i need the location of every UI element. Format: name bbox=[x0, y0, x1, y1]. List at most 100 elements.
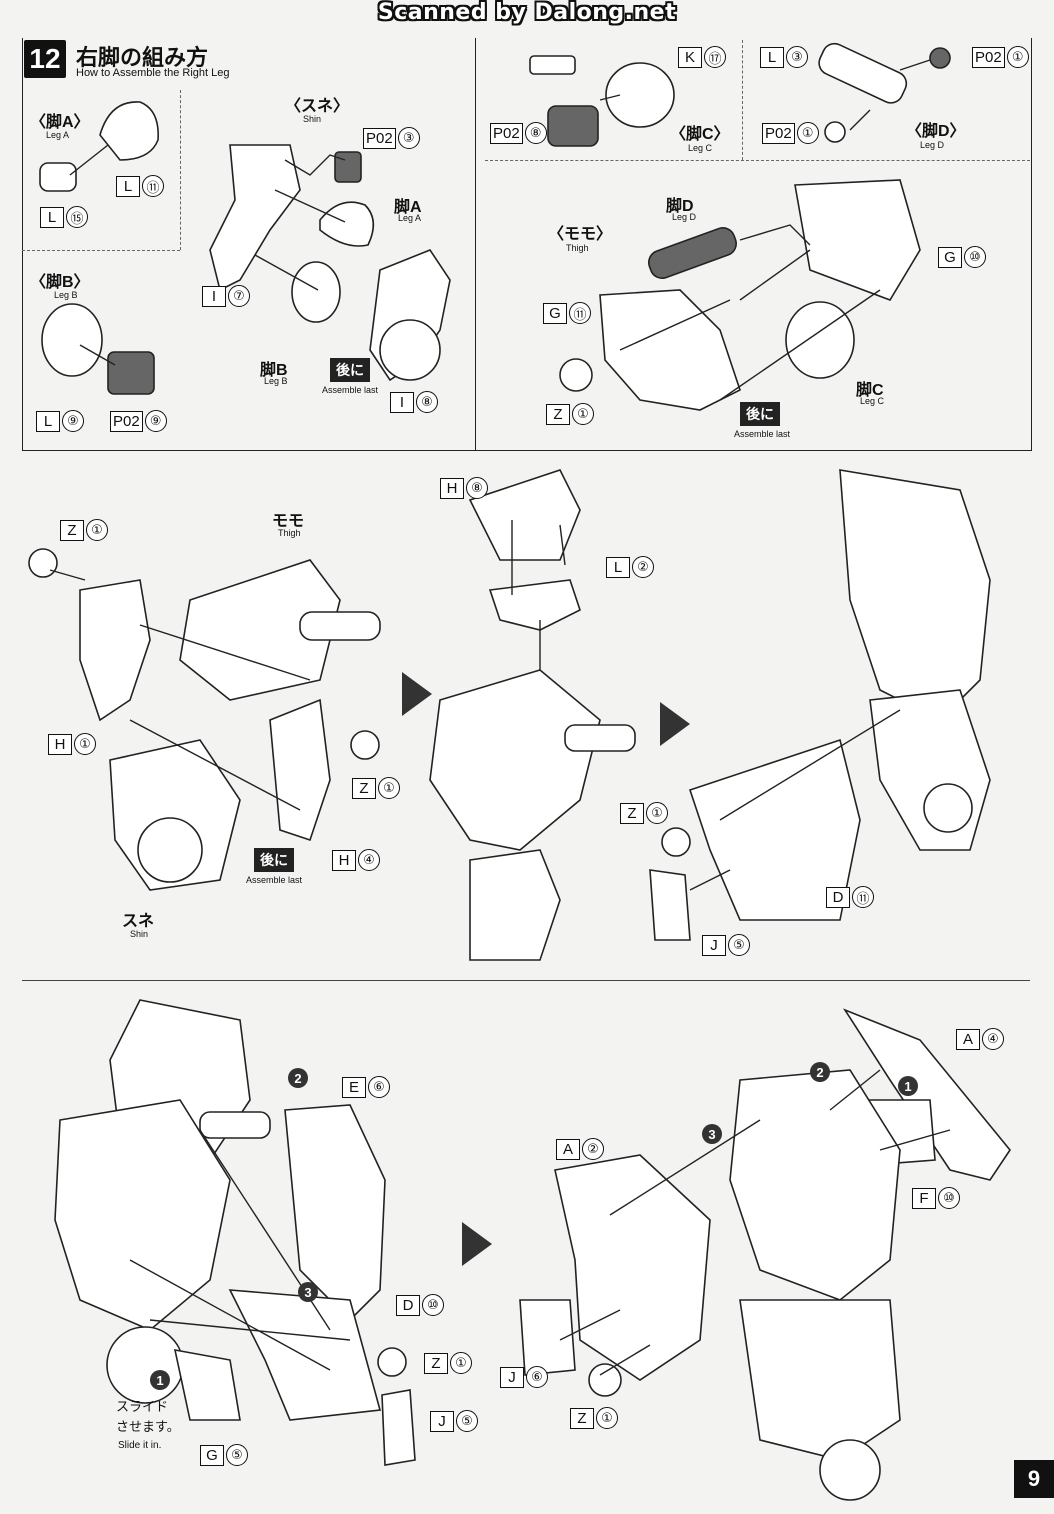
b1-axle bbox=[199, 1111, 271, 1139]
m2-plate bbox=[488, 579, 581, 631]
arrow-b1-1 bbox=[149, 1319, 351, 1341]
leg-d-shaft bbox=[818, 42, 908, 104]
leg-c-axle bbox=[529, 55, 576, 75]
arrow-thigh-top bbox=[739, 249, 811, 301]
shin-leg-b-en: Leg B bbox=[264, 376, 288, 386]
sequence-2-left: 2 bbox=[288, 1068, 308, 1088]
arrow-leg-d bbox=[849, 109, 871, 131]
arrow-m2-2 bbox=[559, 524, 566, 566]
m1-cap bbox=[28, 548, 58, 578]
b1-disc bbox=[106, 1326, 184, 1404]
arrow-shin-a bbox=[274, 189, 346, 223]
arrow-leg-a bbox=[69, 144, 109, 176]
arrow-shin-b bbox=[254, 254, 319, 291]
m3-shin bbox=[869, 689, 991, 851]
thigh-leg-d bbox=[647, 227, 737, 280]
next-step-arrow-2 bbox=[660, 702, 690, 746]
sequence-1-left: 1 bbox=[150, 1370, 170, 1390]
scan-watermark: Scanned by Dalong.net bbox=[377, 0, 677, 25]
m1-shin-en: Shin bbox=[130, 929, 149, 939]
leg-b-cap bbox=[107, 351, 155, 395]
arrow-b2-2 bbox=[599, 1344, 651, 1376]
m3-cap bbox=[661, 827, 691, 857]
divider-lega-legb bbox=[22, 250, 180, 251]
m3-j5 bbox=[649, 869, 691, 941]
leg-a-en: Leg A bbox=[46, 130, 70, 140]
arrow-leg-b bbox=[79, 344, 116, 366]
thigh-leg-c-en: Leg C bbox=[860, 396, 885, 406]
thigh-cap bbox=[559, 358, 593, 392]
leg-d-label: 〈脚D〉 bbox=[906, 123, 966, 140]
m1-thigh bbox=[179, 559, 341, 701]
arrow-b2-1 bbox=[559, 1309, 621, 1341]
thigh-label: 〈モモ〉 bbox=[548, 226, 613, 243]
divider-legc-legd bbox=[742, 40, 743, 160]
arrow-b2-5 bbox=[879, 1129, 951, 1151]
shin-wheel bbox=[291, 261, 341, 323]
m1-assemble-last-badge: 後に bbox=[254, 848, 294, 872]
arrow-thigh-axle bbox=[619, 299, 731, 351]
thigh-leg-c-label: 脚C bbox=[856, 382, 884, 399]
m1-axle bbox=[299, 611, 381, 641]
m2-shin bbox=[469, 849, 561, 961]
m1-thigh-label: モモ bbox=[272, 513, 305, 530]
shin-en: Shin bbox=[303, 114, 322, 124]
sequence-3-left: 3 bbox=[298, 1282, 318, 1302]
shin-leg-a bbox=[319, 201, 375, 247]
m1-thigh-en: Thigh bbox=[278, 528, 301, 538]
shin-frame bbox=[209, 144, 301, 292]
m3-thigh bbox=[839, 469, 991, 721]
arrow-shin-peg bbox=[284, 154, 346, 176]
m3-disc bbox=[923, 783, 973, 833]
b1-thigh bbox=[54, 1099, 231, 1331]
m1-link bbox=[269, 698, 331, 842]
leg-c-en: Leg C bbox=[688, 143, 713, 153]
m3-armor bbox=[688, 738, 861, 921]
sequence-1-right: 1 bbox=[898, 1076, 918, 1096]
leg-b-wheel bbox=[41, 303, 103, 377]
thigh-leg-d-label: 脚D bbox=[666, 198, 694, 215]
slide-instruction-en: Slide it in. bbox=[118, 1440, 162, 1451]
leg-c-label: 〈脚C〉 bbox=[670, 126, 730, 143]
m1-cap2 bbox=[350, 730, 380, 760]
b2-disc bbox=[819, 1439, 881, 1501]
thigh-wheel bbox=[785, 301, 855, 379]
leg-d-cap bbox=[929, 47, 951, 69]
arrow-m1-axle bbox=[139, 624, 311, 681]
m1-shin-label: スネ bbox=[122, 913, 155, 930]
shin-assemble-last-badge: 後に bbox=[330, 358, 370, 382]
shin-label: 〈スネ〉 bbox=[285, 98, 350, 115]
m2-armor bbox=[468, 469, 581, 561]
m1-frame bbox=[79, 579, 151, 722]
leg-c-hub bbox=[547, 105, 599, 147]
top-right-panel-frame bbox=[475, 38, 1032, 451]
arrow-b2-3 bbox=[609, 1119, 761, 1216]
leg-d-pin bbox=[824, 121, 846, 143]
arrow-m1-cap bbox=[49, 569, 86, 581]
section-divider-1 bbox=[22, 980, 1030, 981]
arrow-b2-4 bbox=[829, 1069, 881, 1111]
arrow-thigh-last bbox=[719, 289, 881, 401]
step-number-badge: 12 bbox=[24, 40, 66, 78]
b2-j6 bbox=[519, 1299, 576, 1376]
sequence-3-right: 3 bbox=[702, 1124, 722, 1144]
